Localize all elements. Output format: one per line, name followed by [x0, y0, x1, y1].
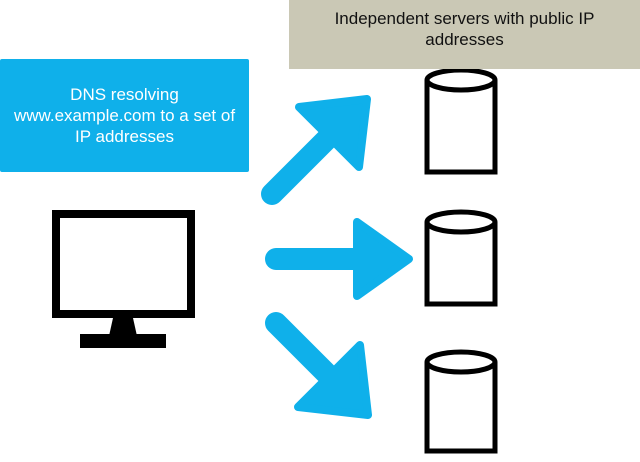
servers-callout: Independent servers with public IP addre…: [289, 0, 640, 69]
server-cylinder-icon: [424, 67, 498, 175]
arrow-icon: [265, 218, 413, 300]
dns-callout: DNS resolving www.example.com to a set o…: [0, 59, 249, 172]
server-cylinder-icon: [424, 349, 498, 454]
server-cylinder-icon: [424, 209, 498, 307]
arrow-icon: [261, 95, 371, 205]
servers-callout-text: Independent servers with public IP addre…: [334, 9, 595, 49]
arrow-icon: [265, 312, 372, 419]
dns-callout-text: DNS resolving www.example.com to a set o…: [13, 85, 236, 146]
computer-monitor-icon: [52, 210, 195, 348]
